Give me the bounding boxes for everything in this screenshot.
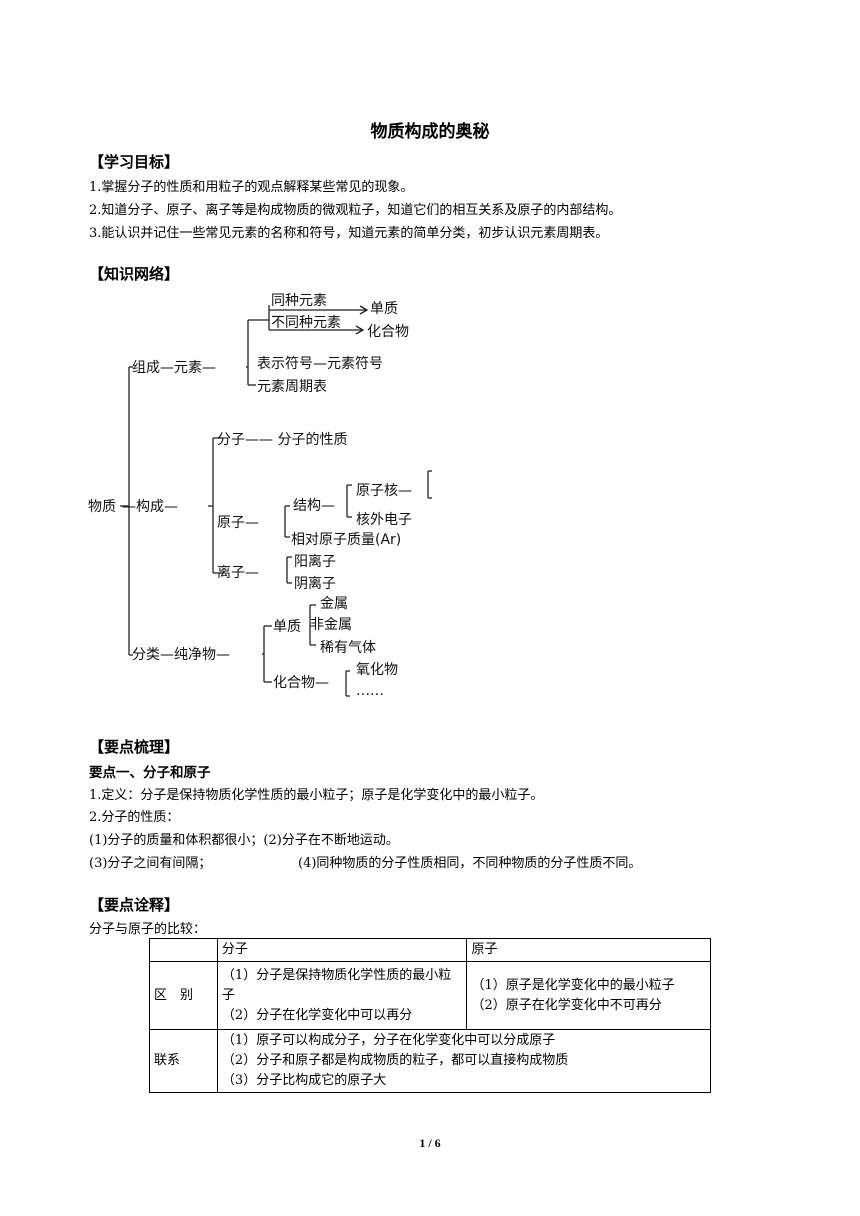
tree-xiangdui: 相对原子质量(Ar) [291, 532, 401, 548]
key-point-1-title: 要点一、分子和原子 [89, 765, 211, 781]
page-title: 物质构成的奥秘 [370, 122, 490, 142]
tree-yin: 阴离子 [294, 575, 336, 592]
table-row: 区 别 （1）分子是保持物质化学性质的最小粒子 （2）分子在化学变化中可以再分 … [149, 961, 711, 1030]
table-row: 分子 原子 [149, 938, 711, 962]
difference-label: 区 别 [154, 987, 194, 1003]
tree-huahewu-b: 化合物— [273, 675, 329, 691]
heading-key-points: 【要点梳理】 [89, 738, 180, 756]
relation-3: （3）分子比构成它的原子大 [221, 1073, 387, 1088]
tree-biaoshi: 表示符号—元素符号 [257, 356, 383, 372]
relation-1: （1）原子可以构成分子，分子在化学变化中可以分成原子 [221, 1033, 556, 1048]
property-line-4: (4)同种物质的分子性质相同，不同种物质的分子性质不同。 [298, 856, 642, 871]
property-line-3: (3)分子之间有间隔； [89, 856, 212, 871]
table-cell-empty [149, 938, 218, 962]
property-title: 2.分子的性质： [89, 810, 180, 825]
table-row: 联系 （1）原子可以构成分子，分子在化学变化中可以分成原子 （2）分子和原子都是… [149, 1029, 712, 1093]
heading-explanation: 【要点诠释】 [89, 896, 180, 914]
goal-item-3: 3.能认识并记住一些常见元素的名称和符号，知道元素的简单分类，初步认识元素周期表… [89, 226, 609, 241]
tree-root: 物质 [88, 499, 116, 515]
tree-yang: 阳离子 [294, 553, 336, 570]
heading-knowledge-network: 【知识网络】 [89, 265, 180, 283]
tree-goucheng: —构成— [122, 499, 178, 515]
tree-fenlei: 分类—纯净物— [132, 647, 230, 663]
table-cell-yuanzi-difference: （1）原子是化学变化中的最小粒子 （2）原子在化学变化中不可再分 [466, 961, 711, 1030]
definition-text: 1.定义：分子是保持物质化学性质的最小粒子；原子是化学变化中的最小粒子。 [89, 788, 544, 803]
heading-learning-goals: 【学习目标】 [89, 153, 180, 171]
table-header-yuanzi: 原子 [466, 938, 711, 962]
tree-zucheng: 组成—元素— [132, 360, 216, 376]
fenzi-diff-2: （2）分子在化学变化中可以再分 [221, 1007, 413, 1023]
tree-hewai: 核外电子 [356, 512, 412, 528]
tree-huahewu-a: 化合物 [367, 324, 409, 340]
table-cell-fenzi-difference: （1）分子是保持物质化学性质的最小粒子 （2）分子在化学变化中可以再分 [216, 961, 468, 1030]
fenzi-diff-1: （1）分子是保持物质化学性质的最小粒子 [221, 967, 452, 1003]
tree-dots: …… [356, 683, 384, 699]
table-label-difference: 区 别 [149, 961, 218, 1030]
goal-item-1: 1.掌握分子的性质和用粒子的观点解释某些常见的现象。 [89, 180, 414, 195]
tree-feijinshu: 非金属 [310, 617, 352, 633]
tree-jinshu: 金属 [320, 596, 348, 612]
property-line-1: (1)分子的质量和体积都很小；(2)分子在不断地运动。 [89, 833, 399, 848]
relation-2: （2）分子和原子都是构成物质的粒子，都可以直接构成物质 [221, 1053, 569, 1068]
tree-yuanzihe: 原子核— [356, 483, 412, 499]
knowledge-tree-diagram: 物质 组成—元素— 同种元素 单质 不同种元素 化合物 表示符号—元素符号 元素… [88, 293, 432, 699]
tree-yanghuawu: 氧化物 [356, 662, 398, 678]
tree-butong: 不同种元素 [271, 315, 341, 331]
tree-danzhi-b: 单质 [273, 619, 301, 635]
comparison-table: 分子 原子 区 别 （1）分子是保持物质化学性质的最小粒子 （2）分子在化学变化… [149, 938, 712, 1093]
goal-item-2: 2.知道分子、原子、离子等是构成物质的微观粒子，知道它们的相互关系及原子的内部结… [89, 203, 622, 218]
tree-zhouqi: 元素周期表 [257, 379, 327, 395]
table-label-relation: 联系 [149, 1029, 218, 1093]
tree-danzhi-a: 单质 [370, 301, 398, 317]
tree-xiyou: 稀有气体 [320, 640, 376, 656]
tree-yuanzi: 原子— [217, 515, 259, 531]
yuanzi-diff-1: （1）原子是化学变化中的最小粒子 [471, 977, 675, 993]
yuanzi-diff-2: （2）原子在化学变化中不可再分 [471, 997, 662, 1013]
page-number: 1 / 6 [419, 1136, 441, 1150]
tree-fenzi: 分子—— 分子的性质 [217, 432, 347, 448]
table-cell-relation: （1）原子可以构成分子，分子在化学变化中可以分成原子 （2）分子和原子都是构成物… [216, 1029, 712, 1093]
tree-lizi: 离子— [217, 564, 259, 581]
comparison-intro: 分子与原子的比较： [89, 922, 207, 937]
table-header-fenzi: 分子 [216, 938, 468, 962]
tree-tongzhong: 同种元素 [271, 293, 327, 309]
tree-jiegou: 结构— [293, 498, 335, 514]
